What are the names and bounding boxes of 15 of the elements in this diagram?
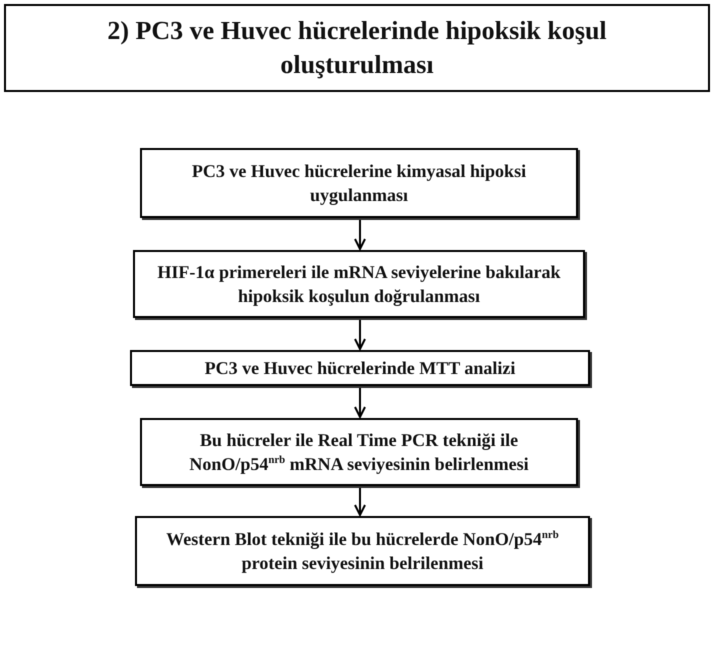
title: 2) PC3 ve Huvec hücrelerinde hipoksik koşul oluşturulması (4, 4, 710, 92)
step-text: Bu hücreler ile Real Time PCR tekniği ile NonO/p54$^{nrb}$ mRNA seviyesinin belirlenmesi (188, 429, 530, 476)
arrow (354, 488, 366, 516)
arrow (354, 388, 366, 418)
step-text: HIF-1α primereleri ile mRNA seviyelerine bakılarak hipoksik koşulun doğrulanması (156, 261, 562, 308)
step-text: PC3 ve Huvec hücrelerine kimyasal hipoksi uygulanması (190, 160, 528, 207)
step-text: Western Blot tekniği ile bu hücrelerde NonO/p54$^{nrb}$ protein seviyesinin belrilenmesi (165, 528, 560, 575)
process-box (130, 350, 590, 386)
step-text: PC3 ve Huvec hücrelerinde MTT analizi (204, 357, 516, 380)
process-box (140, 148, 578, 218)
process-box (135, 516, 590, 586)
arrow (354, 320, 366, 350)
process-box (140, 418, 578, 486)
process-box (133, 250, 585, 318)
arrow (354, 220, 366, 250)
